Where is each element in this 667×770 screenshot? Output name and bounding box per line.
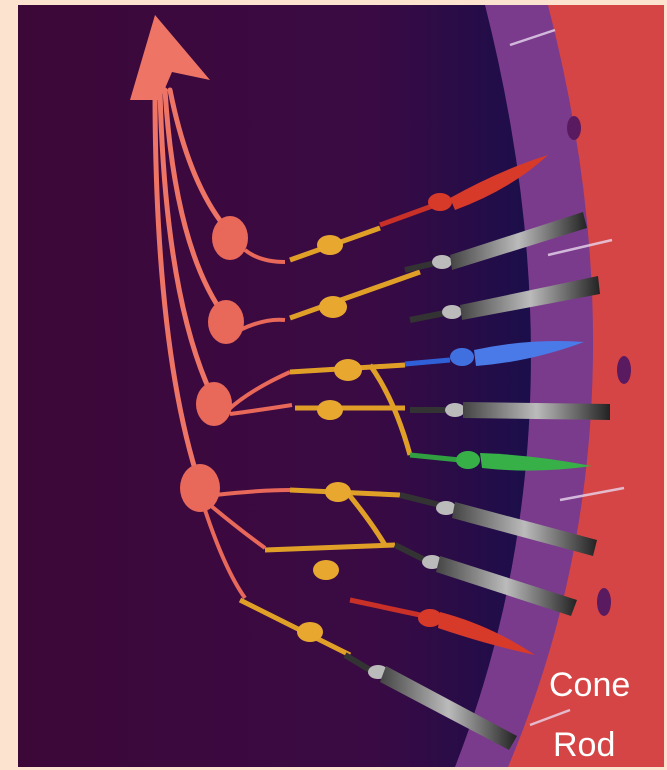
cone-label: Cone: [549, 666, 630, 704]
rod-label: Rod: [553, 726, 615, 764]
